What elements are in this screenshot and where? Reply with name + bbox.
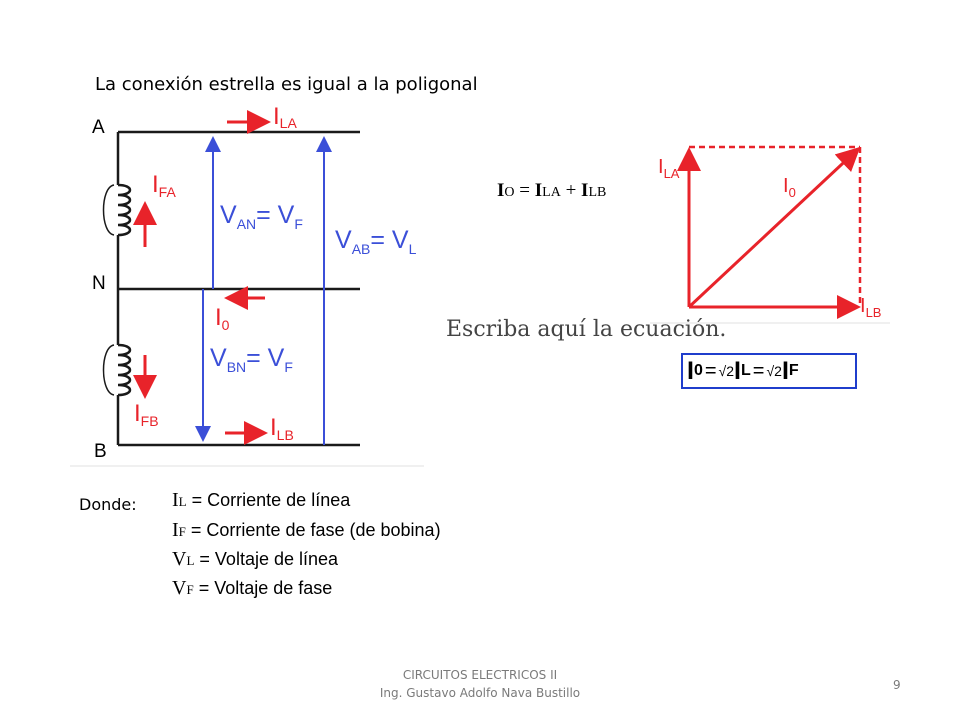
wye-circuit-diagram: A N B ILA IFA I0 IFB ILB VAN= VF VAB= VL… bbox=[70, 105, 424, 467]
definition-line-current: IL = Corriente de línea bbox=[172, 489, 351, 511]
page-number: 9 bbox=[893, 678, 901, 692]
definitions-label: Donde: bbox=[79, 495, 137, 514]
phasor-i-0 bbox=[687, 146, 861, 309]
phasor-i-la-label: ILA bbox=[658, 156, 680, 181]
i-fb-label: IFB bbox=[134, 400, 159, 429]
v-ab-label: VAB= VL bbox=[335, 226, 417, 257]
node-b-label: B bbox=[94, 441, 107, 462]
i-0-label: I0 bbox=[215, 304, 230, 333]
i-la-label: ILA bbox=[273, 105, 297, 131]
footer-author: Ing. Gustavo Adolfo Nava Bustillo bbox=[379, 686, 581, 700]
definition-line-voltage: VL = Voltaje de línea bbox=[172, 548, 339, 570]
phasor-diagram: ILA I0 ILB bbox=[650, 145, 890, 324]
node-n-label: N bbox=[92, 273, 106, 294]
v-an-label: VAN= VF bbox=[220, 201, 303, 232]
definition-phase-voltage: VF = Voltaje de fase bbox=[172, 577, 333, 599]
io-formula: IO = ILA + ILB bbox=[497, 180, 607, 201]
i-fa-label: IFA bbox=[152, 171, 176, 200]
footer-course: CIRCUITOS ELECTRICOS II bbox=[402, 668, 558, 682]
slide-title: La conexión estrella es igual a la polig… bbox=[95, 74, 478, 95]
definition-phase-current: IF = Corriente de fase (de bobina) bbox=[172, 519, 441, 541]
equation-placeholder[interactable]: Escriba aquí la ecuación. bbox=[446, 317, 727, 342]
coil-b bbox=[102, 343, 132, 397]
i-lb-label: ILB bbox=[270, 414, 294, 443]
node-a-label: A bbox=[92, 117, 105, 138]
v-bn-label: VBN= VF bbox=[210, 344, 293, 375]
footer: CIRCUITOS ELECTRICOS II Ing. Gustavo Ado… bbox=[330, 666, 630, 702]
phasor-i-lb-label: ILB bbox=[860, 295, 881, 320]
phasor-i-0-label: I0 bbox=[783, 175, 796, 200]
coil-a bbox=[102, 183, 132, 237]
